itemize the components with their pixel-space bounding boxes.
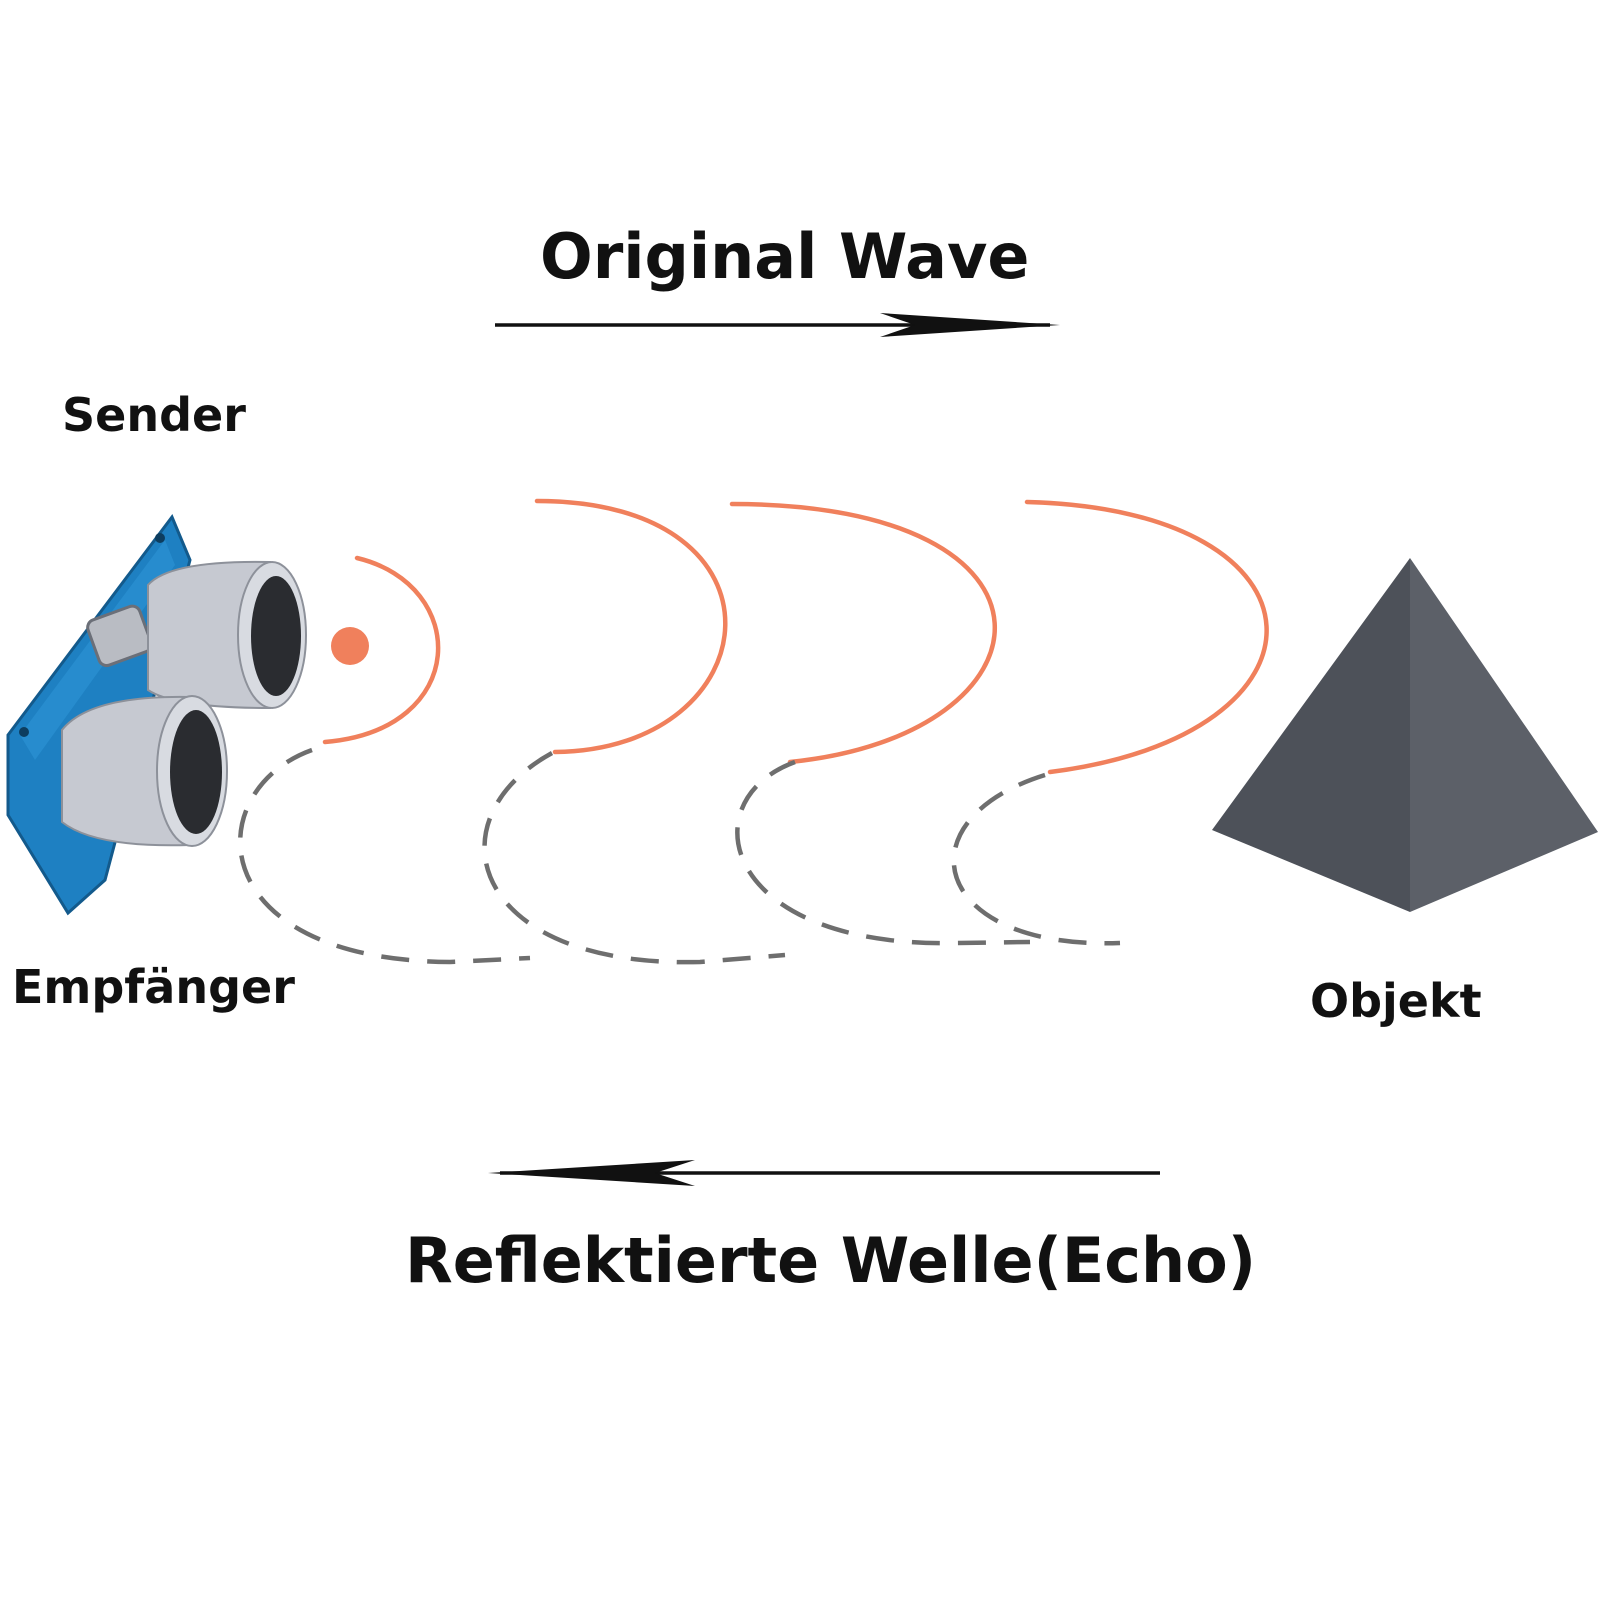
- original-wave-arc: [534, 498, 728, 755]
- original-wave-arc: [729, 501, 997, 765]
- emission-dot: [331, 627, 369, 665]
- sender-transducer-mesh: [251, 576, 301, 696]
- reflected-wave-arc: [951, 772, 1121, 946]
- reflected-wave-arrow: [488, 1160, 1160, 1186]
- original-wave-title: Original Wave: [540, 220, 1030, 293]
- sensor-board-hole: [19, 727, 29, 737]
- original-wave-arcs: [322, 498, 1269, 775]
- receiver-transducer: [61, 695, 228, 847]
- reflected-wave-arrowhead: [488, 1160, 695, 1186]
- sensor-board-hole: [155, 533, 165, 543]
- sensor-crystal: [86, 604, 153, 668]
- sender-label: Sender: [62, 388, 246, 442]
- original-wave-arc: [322, 555, 441, 745]
- pyramid-icon: [1212, 558, 1598, 912]
- receiver-transducer-mesh: [170, 710, 222, 834]
- reflected-wave-arcs: [238, 747, 1121, 965]
- receiver-label: Empfänger: [12, 960, 295, 1014]
- original-wave-arrow: [495, 313, 1060, 337]
- object-label: Objekt: [1310, 974, 1482, 1028]
- reflected-wave-arc: [238, 747, 531, 965]
- reflected-wave-arc: [735, 759, 1031, 946]
- reflected-wave-arc: [482, 751, 786, 965]
- sender-transducer: [147, 560, 307, 710]
- ultrasonic-sensor-icon: [6, 514, 307, 916]
- original-wave-arc: [1024, 499, 1269, 775]
- reflected-wave-title: Reflektierte Welle(Echo): [405, 1224, 1257, 1297]
- original-wave-arrowhead: [880, 313, 1060, 337]
- pyramid-right-face: [1410, 558, 1598, 912]
- pyramid-left-face: [1212, 558, 1410, 912]
